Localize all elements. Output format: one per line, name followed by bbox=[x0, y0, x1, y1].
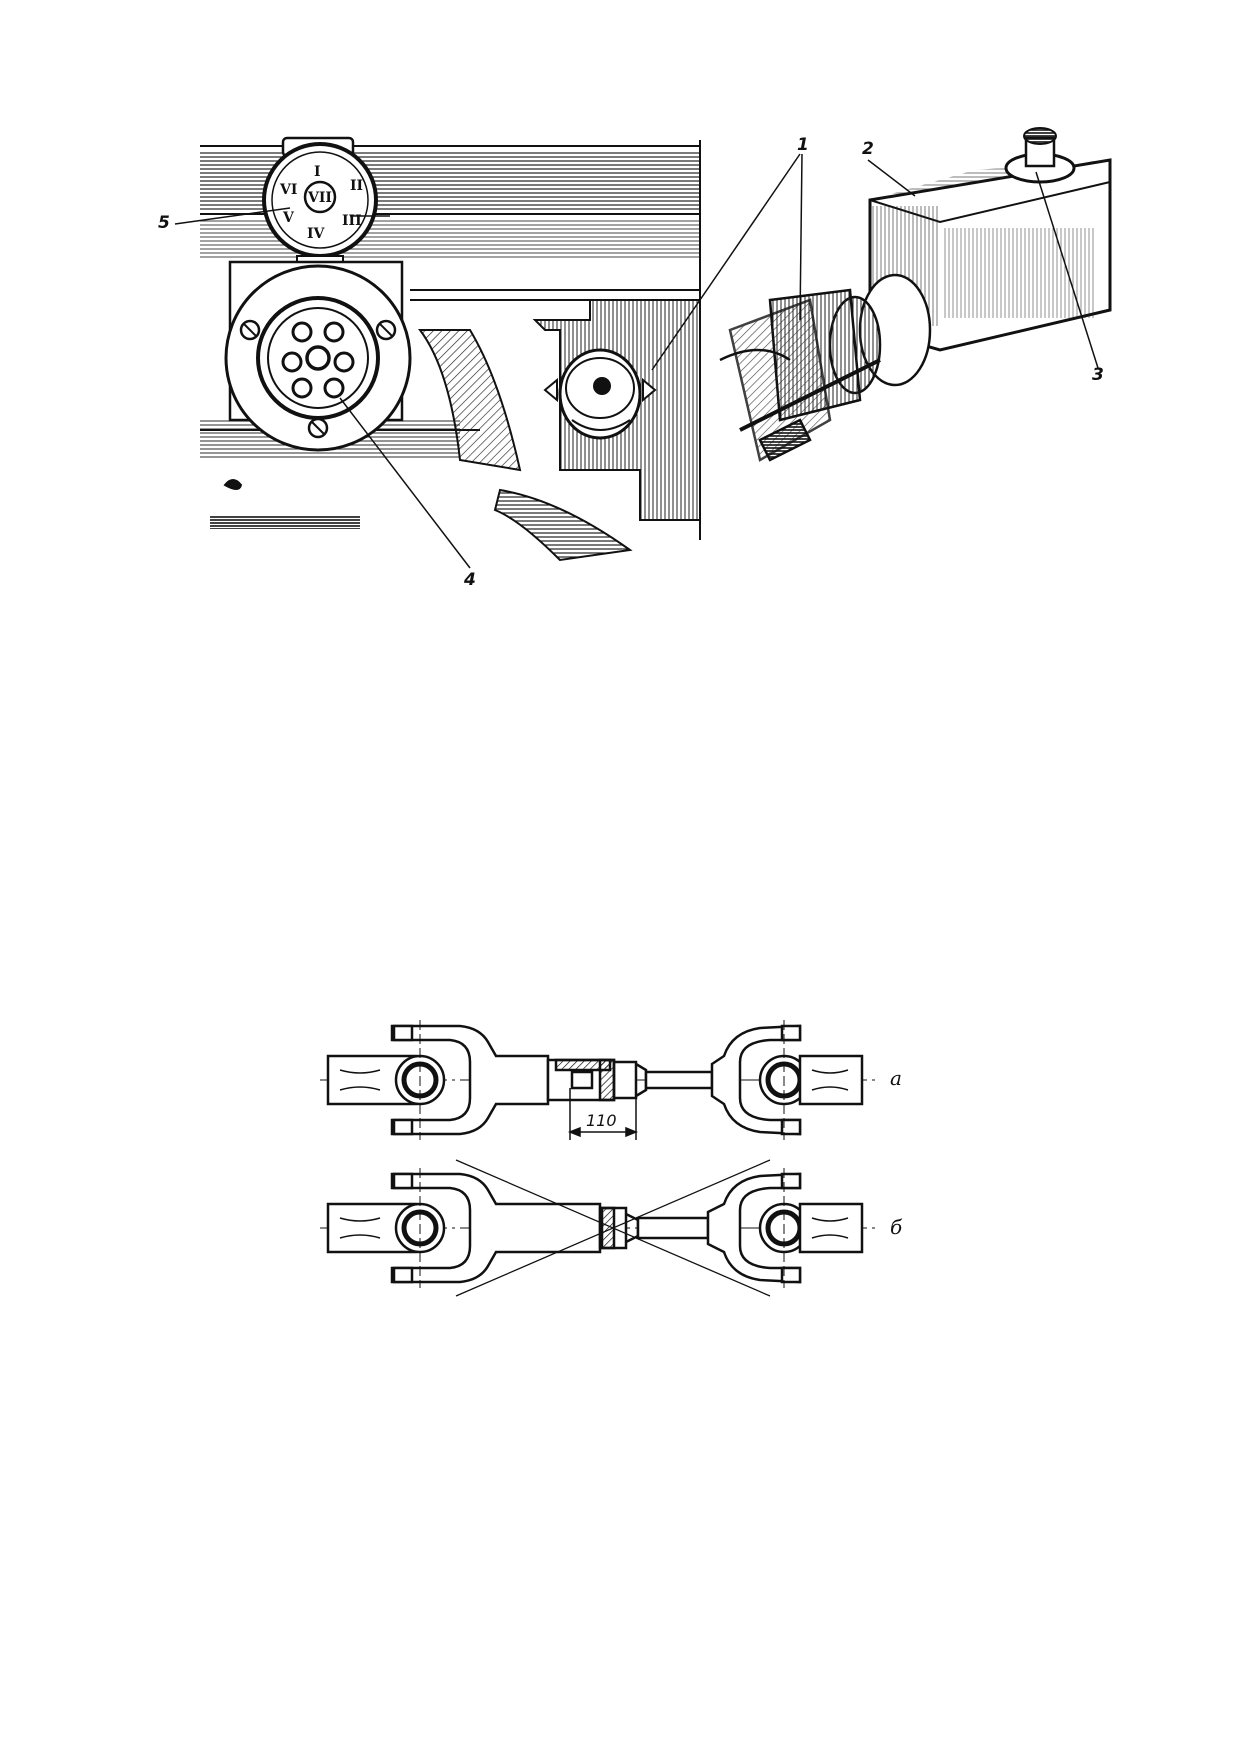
callout-2: 2 bbox=[862, 139, 874, 159]
alignment-lines bbox=[455, 1159, 771, 1297]
socket-cover: I II III IV V VI VII bbox=[262, 136, 378, 258]
plug-connector-body bbox=[719, 273, 932, 462]
shaft-variant-b bbox=[320, 1168, 880, 1288]
dimension-line bbox=[567, 1088, 639, 1140]
callout-1: 1 bbox=[797, 135, 809, 155]
cover-mark-vii: VII bbox=[307, 190, 332, 206]
cover-mark-iii: III bbox=[342, 213, 362, 229]
callout-5: 5 bbox=[158, 213, 170, 233]
propeller-shaft-figure: 110 а б bbox=[320, 1020, 903, 1297]
dimension-110: 110 bbox=[586, 1111, 617, 1130]
callout-4: 4 bbox=[463, 570, 476, 590]
cover-mark-i: I bbox=[314, 164, 321, 180]
shaft-variant-a bbox=[320, 1020, 880, 1140]
socket-assembly-figure: I II III IV V VI VII 6 2 bbox=[158, 127, 1112, 590]
cover-mark-ii: II bbox=[350, 178, 363, 194]
callout-leaders bbox=[174, 153, 1099, 569]
gland-nut bbox=[1004, 127, 1076, 184]
cover-mark-vi: VI bbox=[279, 182, 297, 198]
callout-3: 3 bbox=[1092, 365, 1104, 385]
variant-b-label: б bbox=[890, 1215, 903, 1239]
seven-pin-socket bbox=[224, 260, 412, 452]
cover-mark-v: V bbox=[282, 210, 295, 226]
variant-a-label: а bbox=[890, 1066, 902, 1090]
cover-mark-iv: IV bbox=[307, 226, 326, 242]
connector-plug bbox=[543, 348, 657, 440]
